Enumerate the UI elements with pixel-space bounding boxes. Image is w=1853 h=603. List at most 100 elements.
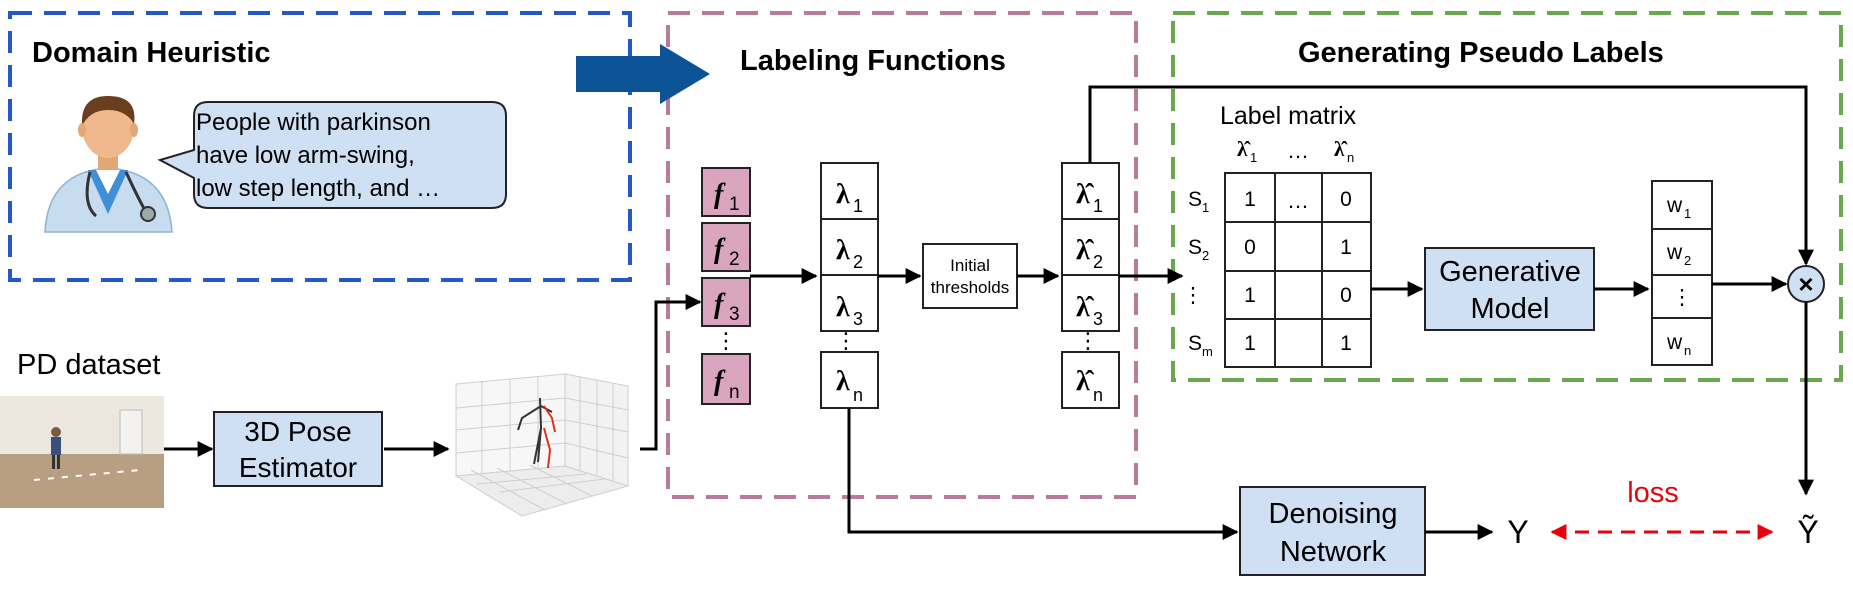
speech-bubble: [157, 101, 507, 209]
svg-text:n: n: [1347, 150, 1354, 165]
denoising-network-line-2: Network: [1280, 536, 1387, 568]
lambda-1-sub: 1: [853, 196, 863, 216]
pose-estimator-box: [213, 411, 383, 487]
svg-text:1: 1: [729, 194, 740, 215]
weight-ellipsis: ⋮: [1672, 286, 1693, 309]
lambda-3-sub: 3: [853, 309, 863, 329]
lambda-n-sub: n: [853, 385, 863, 405]
dataset-video-frames: [0, 396, 164, 508]
svg-text:S: S: [1188, 236, 1202, 259]
label-matrix-cell: 1: [1244, 188, 1256, 211]
lambda-3: λ: [836, 292, 850, 323]
generative-model-line-2: Model: [1471, 293, 1550, 325]
svg-text:2: 2: [1684, 253, 1691, 268]
speech-bubble-line-3: low step length, and …: [196, 175, 440, 202]
pd-dataset-label: PD dataset: [17, 349, 160, 381]
pseudo-labels-frame: [1171, 11, 1843, 382]
pose-estimator-line-1: 3D Pose: [244, 416, 351, 447]
svg-text:f: f: [714, 289, 726, 320]
labeling-function-fn: f n: [701, 353, 751, 405]
speech-bubble-line-1: People with parkinson: [196, 109, 431, 136]
svg-text:f: f: [714, 179, 726, 210]
section-title-labeling-functions: Labeling Functions: [740, 45, 1006, 77]
svg-text:1: 1: [1250, 150, 1257, 165]
svg-text:w: w: [1666, 331, 1683, 354]
lambda-n: λ: [836, 366, 850, 397]
svg-text:2: 2: [729, 249, 740, 270]
label-matrix-title: Label matrix: [1220, 102, 1357, 130]
denoising-network-line-1: Denoising: [1269, 498, 1398, 530]
lambda-2-sub: 2: [853, 252, 863, 272]
svg-text:w: w: [1666, 194, 1683, 217]
label-matrix-grid: [1224, 172, 1372, 368]
f-column-ellipsis: ⋮: [715, 328, 737, 353]
svg-text:1: 1: [1202, 200, 1209, 215]
label-matrix-cell: 1: [1340, 236, 1352, 259]
lambda-2: λ: [836, 235, 850, 266]
lambda-hat-n-sub: n: [1093, 385, 1103, 405]
lambda-hat-n-box: [1061, 351, 1120, 409]
labeling-function-f3: f 3: [701, 277, 751, 327]
initial-thresholds-box: [922, 243, 1018, 309]
svg-text:f: f: [714, 366, 726, 397]
svg-text:f: f: [714, 234, 726, 265]
lambda-hat-1-sub: 1: [1093, 196, 1103, 216]
section-title-pseudo-labels: Generating Pseudo Labels: [1298, 37, 1664, 69]
svg-text:S: S: [1188, 188, 1202, 211]
domain-heuristic-frame: [8, 11, 632, 282]
label-matrix-cell: …: [1287, 188, 1309, 213]
label-matrix-cell: 1: [1244, 284, 1256, 307]
weight-w2: w 2: [1666, 241, 1691, 268]
lambda-column-box: [820, 162, 879, 332]
initial-thresholds-line-1: Initial: [950, 256, 990, 275]
lambda-1: λ: [836, 179, 850, 210]
lambda-hat-column-ellipsis: ⋮: [1077, 328, 1099, 353]
svg-text:w: w: [1666, 241, 1683, 264]
weight-w1: w 1: [1666, 194, 1691, 221]
speech-bubble-line-2: have low arm-swing,: [196, 142, 415, 169]
section-title-domain-heuristic: Domain Heuristic: [32, 37, 271, 69]
lambda-hat-2-sub: 2: [1093, 252, 1103, 272]
generative-model-box: [1424, 247, 1595, 331]
output-y: Y: [1507, 514, 1528, 550]
doctor-icon: [44, 96, 173, 233]
label-matrix-cell: 0: [1244, 236, 1256, 259]
label-matrix-col-header-1: λ̂ 1: [1237, 137, 1257, 165]
labeling-function-f1: f 1: [701, 167, 751, 217]
big-blue-arrow: [576, 44, 710, 104]
label-matrix-row-label-1: S 1: [1188, 188, 1209, 215]
label-matrix-col-header-2: …: [1287, 138, 1309, 163]
labeling-function-f2: f 2: [701, 222, 751, 272]
skeleton-3d-plot: [454, 373, 630, 517]
lambda-column-ellipsis: ⋮: [835, 328, 857, 353]
label-matrix-cell: 1: [1340, 332, 1352, 355]
skeleton-figure: [517, 397, 556, 469]
lambda-n-box: [820, 351, 879, 409]
label-matrix-row-label-3: ⋮: [1183, 284, 1204, 307]
svg-text:1: 1: [1684, 206, 1691, 221]
output-y-tilde: Ỹ: [1797, 514, 1818, 550]
svg-text:⋮: ⋮: [1183, 284, 1204, 307]
denoising-network-box: [1239, 486, 1426, 576]
weight-wn: w n: [1666, 331, 1691, 358]
connector-arrows: [164, 85, 1814, 540]
lambda-hat-3-sub: 3: [1093, 309, 1103, 329]
svg-text:n: n: [1684, 343, 1691, 358]
loss-label: loss: [1627, 477, 1679, 509]
generative-model-line-1: Generative: [1439, 256, 1581, 288]
pose-estimator-line-2: Estimator: [239, 452, 357, 483]
svg-text:…: …: [1287, 138, 1309, 163]
svg-text:2: 2: [1202, 248, 1209, 263]
svg-text:3: 3: [729, 304, 740, 325]
label-matrix-cell: 1: [1244, 332, 1256, 355]
multiply-symbol: ×: [1798, 269, 1813, 299]
svg-text:S: S: [1188, 332, 1202, 355]
label-matrix-col-header-3: λ̂ n: [1334, 137, 1354, 165]
initial-thresholds-line-2: thresholds: [931, 278, 1009, 297]
label-matrix-cell: 0: [1340, 188, 1352, 211]
svg-text:m: m: [1202, 344, 1213, 359]
label-matrix-row-label-2: S 2: [1188, 236, 1209, 263]
lambda-hat-column-box: [1061, 162, 1120, 332]
label-matrix-row-label-4: S m: [1188, 332, 1213, 359]
weights-column: [1651, 180, 1713, 366]
